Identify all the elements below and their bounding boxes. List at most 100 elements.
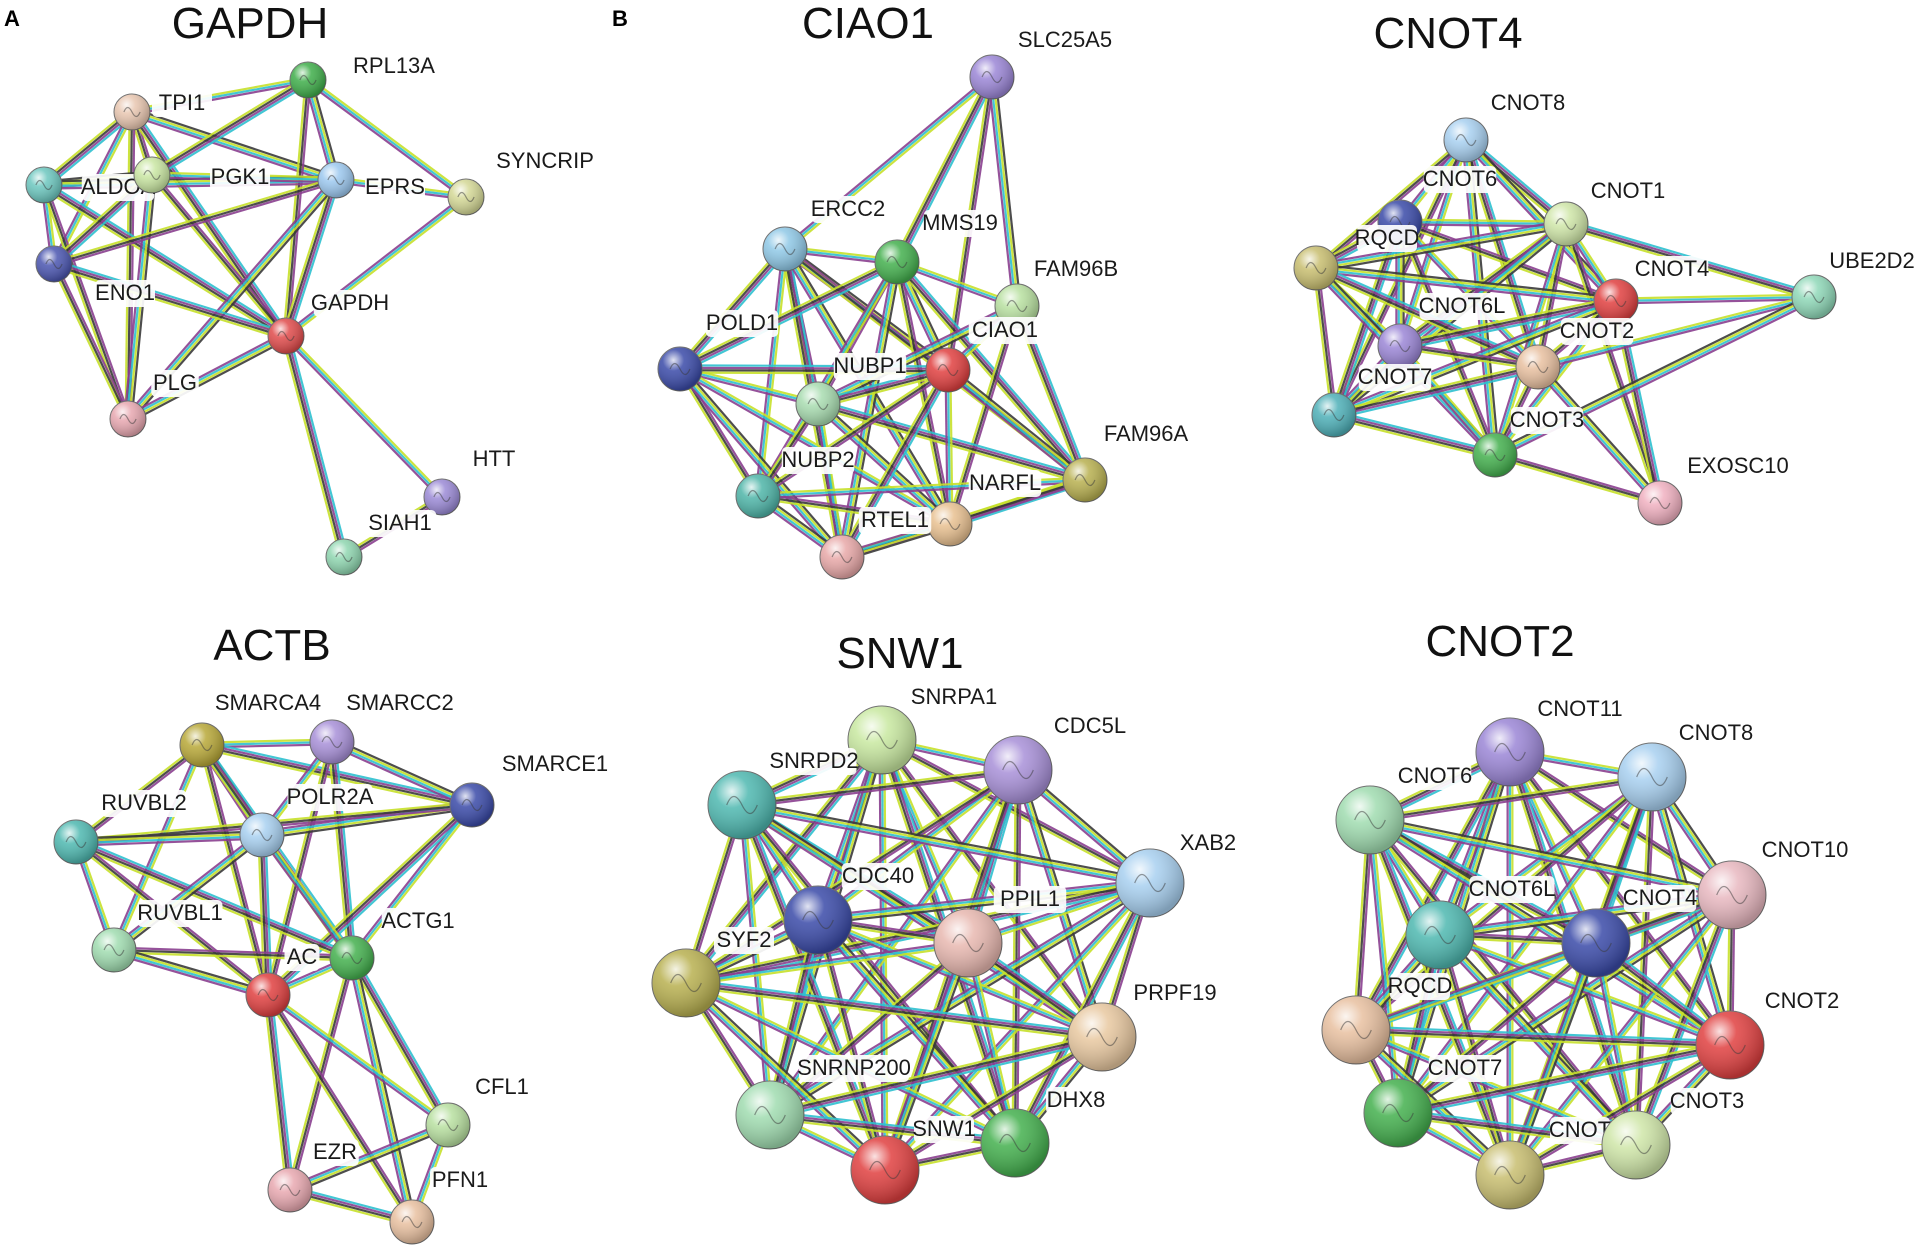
protein-node[interactable] bbox=[1695, 1010, 1765, 1080]
protein-node[interactable] bbox=[1472, 432, 1518, 478]
node-label: PFN1 bbox=[430, 1167, 490, 1194]
protein-node[interactable] bbox=[289, 61, 327, 99]
protein-node[interactable] bbox=[1515, 344, 1561, 390]
structure-glyph bbox=[1494, 1165, 1526, 1185]
protein-node[interactable] bbox=[1363, 1078, 1433, 1148]
node-label-text: NUBP2 bbox=[781, 447, 854, 472]
protein-node[interactable] bbox=[53, 819, 99, 865]
protein-node[interactable] bbox=[874, 239, 920, 285]
interaction-edge bbox=[1312, 267, 1338, 416]
node-label: SIAH1 bbox=[363, 510, 437, 537]
protein-node[interactable] bbox=[447, 178, 485, 216]
structure-glyph bbox=[802, 910, 834, 930]
protein-node[interactable] bbox=[819, 534, 865, 580]
protein-node[interactable] bbox=[133, 156, 171, 194]
structure-glyph bbox=[774, 242, 796, 256]
protein-node[interactable] bbox=[927, 501, 973, 547]
protein-node[interactable] bbox=[762, 226, 808, 272]
protein-node[interactable] bbox=[425, 1102, 471, 1148]
node-label-text: RQCD bbox=[1388, 973, 1453, 998]
protein-node[interactable] bbox=[449, 782, 495, 828]
protein-node[interactable] bbox=[1115, 848, 1185, 918]
interaction-edge bbox=[149, 172, 289, 339]
protein-node[interactable] bbox=[325, 538, 363, 576]
protein-node[interactable] bbox=[1601, 1110, 1671, 1180]
interaction-edge bbox=[1011, 769, 1022, 1144]
protein-node[interactable] bbox=[113, 93, 151, 131]
protein-node[interactable] bbox=[735, 473, 781, 519]
structure-glyph bbox=[1714, 1035, 1746, 1055]
protein-node[interactable] bbox=[1062, 457, 1108, 503]
protein-node[interactable] bbox=[91, 927, 137, 973]
protein-node[interactable] bbox=[1791, 274, 1837, 320]
protein-node[interactable] bbox=[109, 400, 147, 438]
interaction-edge bbox=[893, 261, 954, 525]
protein-node[interactable] bbox=[933, 908, 1003, 978]
protein-node[interactable] bbox=[795, 381, 841, 427]
structure-glyph bbox=[1494, 742, 1526, 762]
protein-node[interactable] bbox=[179, 722, 225, 768]
structure-glyph bbox=[670, 973, 702, 993]
node-label: EPRS bbox=[365, 174, 425, 201]
protein-node[interactable] bbox=[783, 885, 853, 955]
protein-node[interactable] bbox=[267, 1167, 313, 1213]
protein-node[interactable] bbox=[1637, 480, 1683, 526]
structure-glyph bbox=[1354, 810, 1386, 830]
protein-node[interactable] bbox=[1475, 1140, 1545, 1210]
structure-glyph bbox=[807, 397, 829, 411]
node-label-text: CNOT2 bbox=[1765, 988, 1840, 1013]
interaction-edge bbox=[52, 259, 288, 341]
protein-node[interactable] bbox=[329, 935, 375, 981]
node-label-text: PGK1 bbox=[211, 164, 270, 189]
protein-node[interactable] bbox=[1293, 245, 1339, 291]
protein-node[interactable] bbox=[389, 1199, 435, 1245]
protein-node[interactable] bbox=[925, 347, 971, 393]
protein-node[interactable] bbox=[1593, 278, 1639, 324]
protein-node[interactable] bbox=[1617, 742, 1687, 812]
protein-node[interactable] bbox=[1543, 201, 1589, 247]
protein-node[interactable] bbox=[969, 54, 1015, 100]
protein-node[interactable] bbox=[1311, 392, 1357, 438]
protein-node[interactable] bbox=[980, 1108, 1050, 1178]
node-label: SYF2 bbox=[714, 927, 774, 954]
protein-node[interactable] bbox=[1561, 908, 1631, 978]
protein-node[interactable] bbox=[245, 972, 291, 1018]
protein-node[interactable] bbox=[317, 161, 355, 199]
protein-node[interactable] bbox=[1067, 1002, 1137, 1072]
protein-node[interactable] bbox=[657, 346, 703, 392]
node-label: CNOT3 bbox=[1670, 1088, 1744, 1115]
protein-node[interactable] bbox=[309, 719, 355, 765]
structure-glyph bbox=[119, 413, 137, 425]
protein-node[interactable] bbox=[850, 1135, 920, 1205]
protein-node[interactable] bbox=[847, 705, 917, 775]
node-label: NUBP1 bbox=[833, 353, 907, 380]
node-label-text: CNOT4 bbox=[1623, 885, 1698, 910]
protein-node[interactable] bbox=[35, 245, 73, 283]
protein-node[interactable] bbox=[239, 812, 285, 858]
node-label: CNOT6 bbox=[1398, 763, 1472, 790]
protein-node[interactable] bbox=[1475, 717, 1545, 787]
node-label: PLG bbox=[151, 370, 199, 397]
protein-node[interactable] bbox=[423, 478, 461, 516]
protein-node[interactable] bbox=[983, 735, 1053, 805]
protein-node[interactable] bbox=[1443, 117, 1489, 163]
interaction-edge bbox=[677, 257, 900, 374]
panel-letter-a: A bbox=[4, 6, 20, 31]
protein-node[interactable] bbox=[1377, 323, 1423, 369]
structure-glyph bbox=[1424, 925, 1456, 945]
protein-node[interactable] bbox=[735, 1080, 805, 1150]
protein-node[interactable] bbox=[1335, 785, 1405, 855]
structure-glyph bbox=[1074, 473, 1096, 487]
protein-node[interactable] bbox=[1405, 900, 1475, 970]
protein-node[interactable] bbox=[707, 770, 777, 840]
protein-node[interactable] bbox=[651, 948, 721, 1018]
network-snw1: SNW1 SNRPA1CDC5LSNRPD2XAB2CDC40PPIL1SYF2… bbox=[651, 629, 1238, 1205]
protein-node[interactable] bbox=[25, 166, 63, 204]
node-label-text: XAB2 bbox=[1180, 830, 1236, 855]
protein-node[interactable] bbox=[1697, 860, 1767, 930]
protein-node[interactable] bbox=[1321, 995, 1391, 1065]
protein-node[interactable] bbox=[267, 317, 305, 355]
node-label-text: CNOT6 bbox=[1423, 166, 1498, 191]
node-label-text: SMARCC2 bbox=[346, 690, 454, 715]
